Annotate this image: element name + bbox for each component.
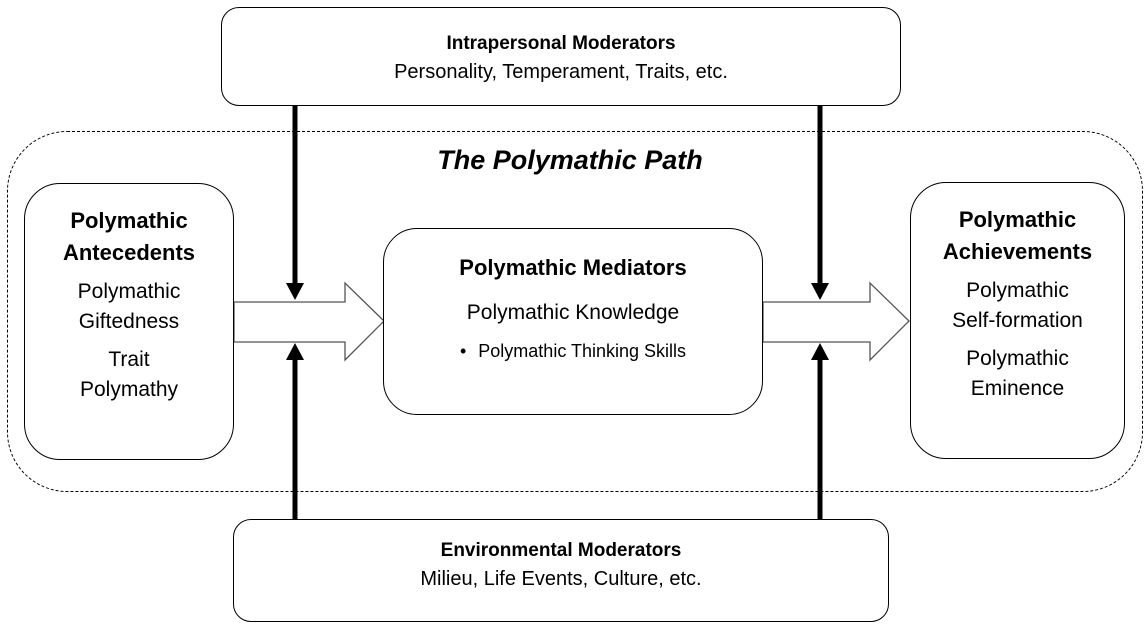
bullet-icon: • [459,341,467,361]
achievement-item: Polymathic Self-formation [911,276,1124,336]
intrapersonal-arrow-right-head [811,283,829,300]
block-arrow-antecedents-to-mediators [233,281,385,362]
antecedent-item: Trait Polymathy [25,345,233,405]
antecedents-title-line1: Polymathic [70,208,188,233]
antecedent-item-line1: Trait [108,348,150,371]
environmental-arrow-left-head [286,343,304,360]
environmental-moderators-title: Environmental Moderators [440,540,682,561]
achievements-title-line1: Polymathic [958,207,1077,232]
block-arrow-mediators-to-achievements [762,281,910,362]
mediators-bullet-item: • Polymathic Thinking Skills [384,341,762,362]
environmental-moderators-subtitle: Milieu, Life Events, Culture, etc. [420,568,702,590]
polymathic-path-region [7,131,1143,492]
antecedent-item: Polymathic Giftedness [25,277,233,337]
antecedent-item-line2: Giftedness [78,310,180,333]
mediators-item: Polymathic Knowledge [466,301,680,324]
achievement-item-line1: Polymathic [966,279,1069,302]
antecedents-title-line2: Antecedents [62,240,196,265]
achievement-item-line1: Polymathic [966,347,1069,370]
achievements-title: Polymathic Achievements [911,204,1124,268]
polymathic-achievements-box: Polymathic Achievements Polymathic Self-… [910,182,1125,459]
mediators-title: Polymathic Mediators [459,255,687,280]
intrapersonal-arrow-left-head [286,283,304,300]
achievement-item-line2: Eminence [970,377,1065,400]
environmental-moderators-box: Environmental Moderators Milieu, Life Ev… [233,519,889,622]
antecedents-title: Polymathic Antecedents [25,205,233,269]
polymathic-mediators-box: Polymathic Mediators Polymathic Knowledg… [383,228,763,415]
intrapersonal-moderators-subtitle: Personality, Temperament, Traits, etc. [394,61,728,83]
polymathic-antecedents-box: Polymathic Antecedents Polymathic Gifted… [24,183,234,460]
path-title: The Polymathic Path [437,145,703,175]
environmental-arrow-right-head [811,343,829,360]
intrapersonal-moderators-box: Intrapersonal Moderators Personality, Te… [221,7,901,106]
achievement-item-line2: Self-formation [952,309,1083,332]
antecedent-item-line2: Polymathy [79,378,179,401]
achievement-item: Polymathic Eminence [911,344,1124,404]
antecedent-item-line1: Polymathic [77,280,181,303]
achievements-title-line2: Achievements [942,239,1093,264]
mediators-bullet-text: Polymathic Thinking Skills [478,341,687,361]
intrapersonal-moderators-title: Intrapersonal Moderators [446,33,676,54]
